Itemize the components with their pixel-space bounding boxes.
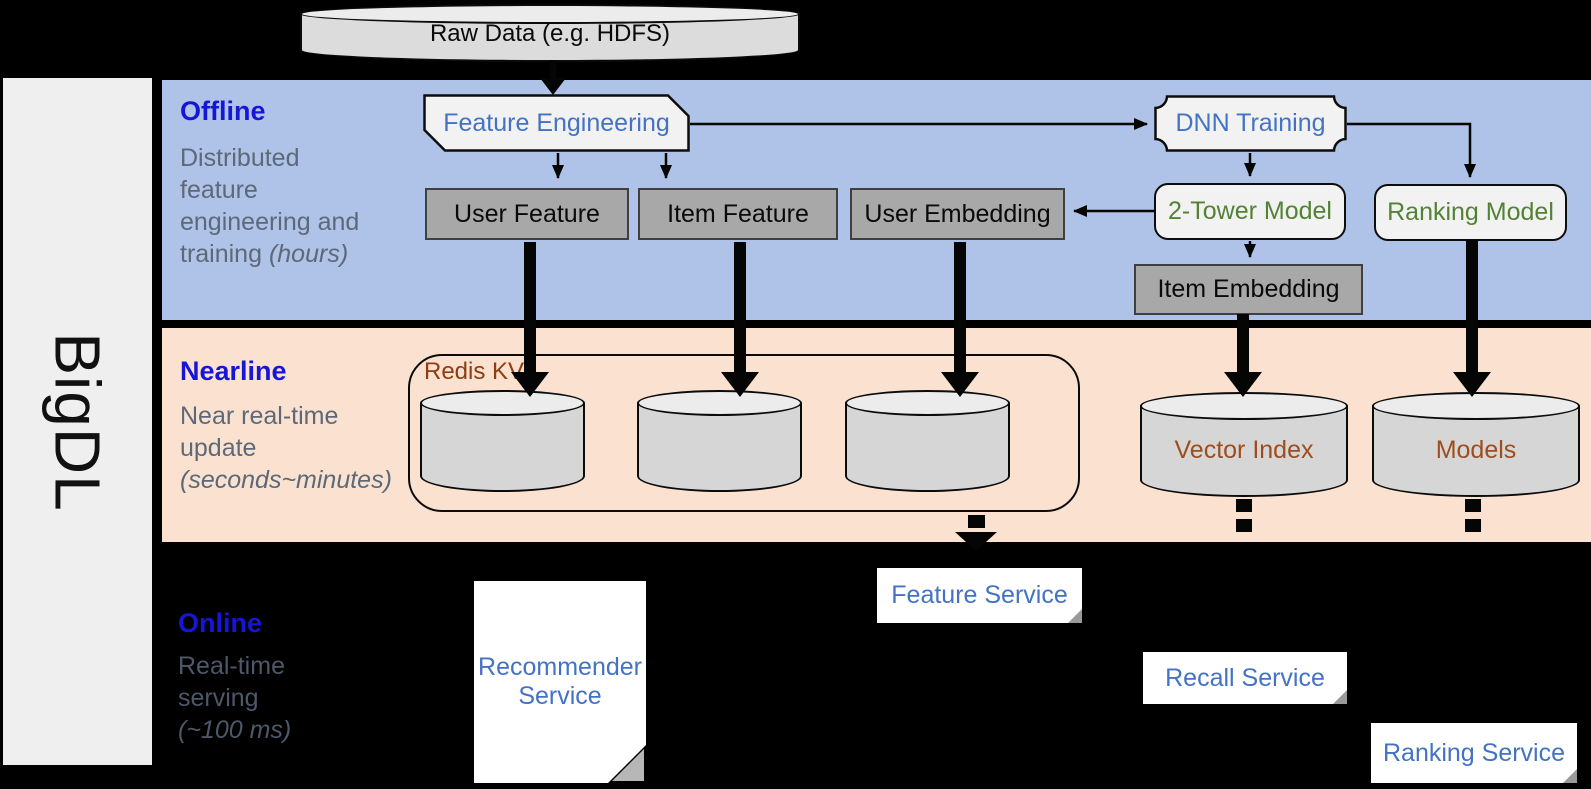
user-embedding-box: User Embedding	[850, 188, 1065, 240]
nearline-desc-line1: Near real-time	[180, 402, 339, 430]
user-feature-box: User Feature	[425, 188, 629, 240]
feature-engineering-label: Feature Engineering	[443, 108, 670, 137]
online-desc-line3: (~100 ms)	[178, 716, 292, 744]
redis-kv-label: Redis KV	[424, 358, 525, 385]
feature-service-label: Feature Service	[891, 581, 1068, 609]
bigdl-sidebar: BigDL	[3, 78, 152, 765]
recommender-service-doc: Recommender Service	[474, 581, 646, 783]
offline-desc-line1: Distributed	[180, 144, 300, 172]
raw-data-cylinder: Raw Data (e.g. HDFS)	[300, 4, 800, 62]
ranking-service-box: Ranking Service	[1371, 723, 1577, 783]
nearline-desc-line3: (seconds~minutes)	[180, 466, 392, 494]
cylinder-body	[1372, 406, 1580, 497]
cylinder-top-ellipse	[637, 390, 802, 416]
page-fold-icon	[1563, 769, 1577, 783]
recommender-service-label: Recommender Service	[478, 653, 642, 710]
models-cylinder: Models	[1372, 392, 1580, 497]
bigdl-logo: BigDL	[41, 331, 114, 512]
item-feature-label: Item Feature	[667, 199, 809, 228]
nearline-title: Nearline	[180, 356, 287, 386]
two-tower-model-label: 2-Tower Model	[1168, 197, 1332, 225]
vector-index-label: Vector Index	[1174, 436, 1314, 464]
offline-description: Distributed feature engineering and trai…	[180, 142, 359, 270]
recall-service-label: Recall Service	[1165, 663, 1325, 692]
dnn-training-label: DNN Training	[1175, 109, 1326, 137]
item-embedding-box: Item Embedding	[1134, 264, 1363, 315]
nearline-desc-line2: update	[180, 434, 257, 462]
redis-cylinder-1	[420, 390, 585, 492]
cylinder-top-ellipse	[1140, 392, 1348, 420]
online-desc-line1: Real-time	[178, 652, 285, 680]
offline-desc-line4-italic: (hours)	[268, 240, 349, 268]
models-label: Models	[1435, 436, 1517, 464]
redis-cylinder-3	[845, 390, 1010, 492]
item-embedding-label: Item Embedding	[1157, 275, 1340, 303]
cylinder-top-ellipse	[300, 4, 800, 24]
offline-desc-line4-plain: training	[180, 240, 269, 268]
item-feature-box: Item Feature	[638, 188, 838, 240]
offline-desc-line4: training (hours)	[180, 238, 359, 270]
cylinder-top-ellipse	[1372, 392, 1580, 420]
user-feature-label: User Feature	[454, 199, 600, 228]
online-description: Real-time serving (~100 ms)	[178, 650, 291, 746]
online-title: Online	[178, 608, 263, 638]
page-fold-icon	[1333, 690, 1347, 704]
page-fold-icon	[612, 749, 644, 781]
ranking-model-box: Ranking Model	[1374, 184, 1567, 241]
cylinder-body	[845, 403, 1010, 492]
cylinder-top-ellipse	[845, 390, 1010, 416]
snip-corner-shape	[423, 94, 690, 152]
ranking-model-label: Ranking Model	[1387, 198, 1554, 226]
recall-service-box: Recall Service	[1143, 652, 1347, 704]
nearline-description: Near real-time update (seconds~minutes)	[180, 400, 392, 496]
offline-desc-line3: engineering and	[180, 208, 360, 236]
feature-engineering-node: Feature Engineering	[423, 94, 690, 152]
offline-desc-line2: feature	[180, 176, 258, 204]
plaque-shape	[1154, 95, 1347, 152]
raw-data-label: Raw Data (e.g. HDFS)	[429, 20, 671, 47]
vector-index-cylinder: Vector Index	[1140, 392, 1348, 497]
cylinder-body	[420, 403, 585, 492]
user-embedding-label: User Embedding	[864, 199, 1051, 228]
ranking-service-label: Ranking Service	[1382, 738, 1566, 767]
feature-service-box: Feature Service	[877, 568, 1082, 623]
page-fold-icon	[1068, 609, 1082, 623]
redis-cylinder-2	[637, 390, 802, 492]
cylinder-top-ellipse	[420, 390, 585, 416]
cylinder-body	[637, 403, 802, 492]
online-desc-line2: serving	[178, 684, 259, 712]
dnn-training-node: DNN Training	[1154, 95, 1347, 152]
two-tower-model-box: 2-Tower Model	[1154, 183, 1346, 240]
offline-title: Offline	[180, 96, 266, 126]
cylinder-body	[1140, 406, 1348, 497]
